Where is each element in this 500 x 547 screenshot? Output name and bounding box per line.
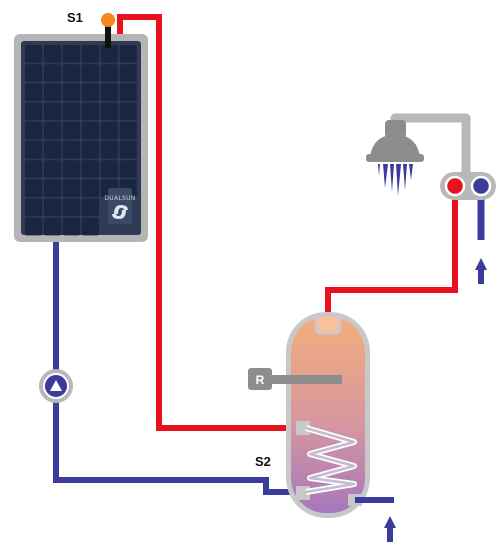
panel-cell	[25, 83, 43, 101]
shower-water-jets	[378, 164, 413, 196]
panel-cell	[81, 121, 99, 140]
inlet-arrow-icon	[384, 516, 396, 542]
shower-head-icon	[366, 120, 424, 196]
solar-panel: DUALSUN	[14, 34, 148, 242]
panel-cell	[43, 160, 62, 178]
panel-cell	[81, 45, 99, 63]
inlet-arrow-icon	[475, 258, 487, 284]
panel-cell	[81, 217, 99, 236]
panel-cell	[119, 121, 137, 140]
panel-cell	[119, 160, 137, 178]
panel-cell	[81, 141, 99, 159]
panel-cell	[100, 45, 118, 63]
s1-sensor-dot	[101, 13, 115, 27]
panel-cell	[25, 64, 43, 82]
panel-cell	[25, 45, 43, 63]
panel-cell	[25, 141, 43, 159]
panel-cell	[43, 121, 62, 140]
cold-valve-icon	[470, 175, 492, 197]
panel-cell	[119, 64, 137, 82]
panel-cell	[25, 102, 43, 121]
panel-cell	[62, 179, 81, 197]
resistance-label: R	[256, 373, 265, 387]
panel-cell	[25, 160, 43, 178]
panel-cell	[62, 160, 81, 178]
panel-cell	[100, 141, 118, 159]
panel-cell	[43, 217, 62, 236]
panel-cell	[62, 121, 81, 140]
panel-cell	[25, 179, 43, 197]
panel-cell	[81, 102, 99, 121]
panel-cell	[81, 179, 99, 197]
panel-cell	[62, 45, 81, 63]
panel-cell	[62, 64, 81, 82]
panel-cell	[25, 198, 43, 217]
panel-cell	[100, 160, 118, 178]
s1-label: S1	[67, 10, 83, 25]
hot-valve-icon	[444, 175, 466, 197]
panel-cell	[43, 102, 62, 121]
panel-cell	[81, 160, 99, 178]
panel-cell	[62, 83, 81, 101]
panel-cell	[100, 83, 118, 101]
s1-sensor-wire	[105, 22, 111, 48]
panel-cell	[119, 45, 137, 63]
panel-cell	[62, 141, 81, 159]
heat-exchanger-coil	[296, 421, 357, 500]
panel-cell	[62, 198, 81, 217]
panel-brand: DUALSUN	[104, 195, 135, 202]
panel-cell	[81, 83, 99, 101]
panel-cell	[43, 83, 62, 101]
panel-cell	[119, 141, 137, 159]
panel-cell	[43, 179, 62, 197]
panel-cell	[100, 121, 118, 140]
panel-cell	[81, 64, 99, 82]
hot-water-pipe	[325, 195, 458, 320]
panel-cell	[62, 217, 81, 236]
panel-cell	[43, 45, 62, 63]
panel-cell	[100, 64, 118, 82]
panel-cell	[43, 141, 62, 159]
panel-cell	[62, 102, 81, 121]
pump-icon	[39, 369, 73, 403]
resistance-heater: R	[248, 368, 342, 390]
panel-cell	[25, 121, 43, 140]
panel-cell	[43, 64, 62, 82]
panel-cell	[100, 102, 118, 121]
panel-logo-icon	[112, 205, 128, 219]
panel-cell	[119, 83, 137, 101]
panel-cell	[119, 102, 137, 121]
panel-cell	[43, 198, 62, 217]
panel-cell	[81, 198, 99, 217]
panel-cell	[25, 217, 43, 236]
s2-label: S2	[255, 454, 271, 469]
collector-hot-pipe	[117, 14, 306, 431]
